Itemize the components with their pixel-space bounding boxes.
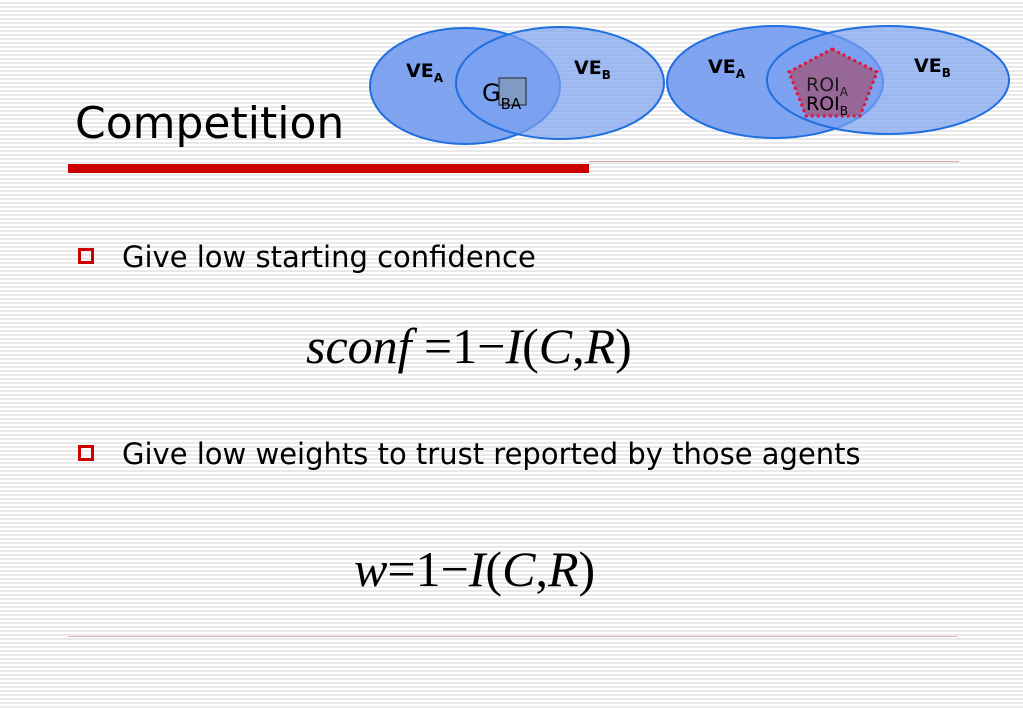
overlap-main: G xyxy=(482,79,501,107)
formula-w-comma: , xyxy=(535,541,548,597)
bullet-item-2: Give low weights to trust reported by th… xyxy=(78,434,902,474)
formula-w-eq: = xyxy=(387,541,416,597)
bullet-text-2: Give low weights to trust reported by th… xyxy=(122,437,861,471)
roi-a-sub: A xyxy=(840,85,849,99)
left-venn-diagram: VEA VEB GBA xyxy=(369,26,665,145)
formula-sconf: sconf =1−I(C,R) xyxy=(306,316,632,376)
roi-a-main: ROI xyxy=(806,74,840,96)
roi-a-label: ROIA xyxy=(806,74,849,99)
overlap-sub: BA xyxy=(501,95,522,113)
footer-divider xyxy=(68,636,958,637)
formula-w-open: ( xyxy=(485,541,503,597)
right-ve-a-main: VE xyxy=(708,56,736,78)
formula-sconf-comma: , xyxy=(572,318,585,374)
title-underline-red xyxy=(68,164,589,173)
formula-sconf-one: 1 xyxy=(452,318,478,374)
right-ve-b-main: VE xyxy=(914,55,942,77)
bullet-text-1: Give low starting confidence xyxy=(122,240,536,274)
formula-w-minus: − xyxy=(440,541,469,597)
formula-sconf-open: ( xyxy=(522,318,539,374)
formula-sconf-minus: − xyxy=(477,318,506,374)
formula-sconf-eq: = xyxy=(424,318,453,374)
left-ve-a-main: VE xyxy=(406,60,434,82)
formula-sconf-arg2: R xyxy=(584,318,616,374)
left-ve-a-label: VEA xyxy=(406,60,444,85)
formula-w-fn: I xyxy=(468,541,486,597)
roi-b-label: ROIB xyxy=(806,93,848,118)
slide-title: Competition xyxy=(75,98,345,149)
formula-sconf-arg1: C xyxy=(538,318,573,374)
formula-w-one: 1 xyxy=(415,541,441,597)
formula-w-close: ) xyxy=(578,541,596,597)
right-ve-a-label: VEA xyxy=(708,56,746,81)
right-ve-b-sub: B xyxy=(942,66,951,80)
roi-b-sub: B xyxy=(840,104,848,118)
title-underline-thin xyxy=(589,161,959,162)
left-ellipse-ve-b xyxy=(455,26,665,140)
square-bullet-icon xyxy=(78,445,94,461)
roi-pentagon xyxy=(787,47,879,118)
right-ve-b-label: VEB xyxy=(914,55,951,80)
overlap-g-ba-label: GBA xyxy=(482,79,522,113)
bullet-item-1: Give low starting confidence xyxy=(78,237,902,277)
formula-sconf-close: ) xyxy=(615,318,632,374)
left-ve-b-sub: B xyxy=(602,68,611,82)
square-bullet-icon xyxy=(78,248,94,264)
left-ve-b-label: VEB xyxy=(574,57,611,82)
right-ve-a-sub: A xyxy=(736,67,746,81)
formula-w-arg2: R xyxy=(547,541,579,597)
left-ve-b-main: VE xyxy=(574,57,602,79)
overlap-region-box xyxy=(498,77,527,106)
right-venn-diagram: VEA VEB ROIA ROIB xyxy=(666,25,1010,139)
left-ve-a-sub: A xyxy=(434,71,444,85)
formula-sconf-fn: I xyxy=(505,318,523,374)
formula-w: w=1−I(C,R) xyxy=(354,539,595,599)
formula-w-arg1: C xyxy=(502,541,536,597)
roi-b-main: ROI xyxy=(806,93,840,115)
formula-sconf-lhs: sconf xyxy=(306,318,412,374)
formula-w-lhs: w xyxy=(354,541,388,597)
